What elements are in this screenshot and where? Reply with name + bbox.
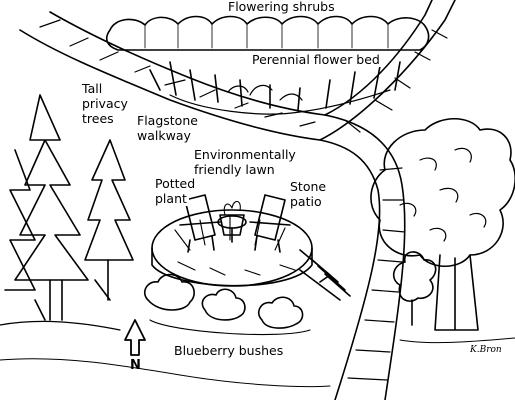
privacy-trees [0, 94, 134, 331]
tall-privacy-trees-label-line2: privacy [80, 96, 130, 111]
potted-plant-label-line1: Potted [153, 176, 198, 191]
perennial-flower-bed [149, 61, 401, 115]
perennial-flower-bed-label: Perennial flower bed [250, 52, 382, 67]
deciduous-tree [370, 118, 515, 331]
lawn-label-line2: friendly lawn [192, 162, 277, 177]
lawn-label-line1: Environmentally [192, 147, 298, 162]
north-label: N [130, 358, 141, 373]
blueberry-bushes-label: Blueberry bushes [172, 343, 286, 358]
patio-furniture [179, 194, 291, 253]
potted-plant [219, 200, 245, 236]
blueberry-bushes [143, 273, 311, 336]
stone-patio-label-line2: patio [288, 194, 324, 209]
tall-privacy-trees-label-line1: Tall [80, 81, 105, 96]
artist-signature: K.Bron [470, 345, 502, 355]
tall-privacy-trees-label-line3: trees [80, 111, 116, 126]
flagstone-walkway-label-line1: Flagstone [135, 113, 200, 128]
small-shrub-right [392, 251, 437, 326]
potted-plant-label-line2: plant [153, 191, 189, 206]
flagstone-walkway [19, 0, 456, 400]
stone-patio [151, 209, 351, 301]
north-arrow [124, 319, 146, 356]
flagstone-walkway-label-line2: walkway [135, 128, 193, 143]
stone-patio-label-line1: Stone [288, 179, 329, 194]
flowering-shrubs-row [105, 15, 430, 51]
flowering-shrubs-label: Flowering shrubs [226, 0, 337, 14]
